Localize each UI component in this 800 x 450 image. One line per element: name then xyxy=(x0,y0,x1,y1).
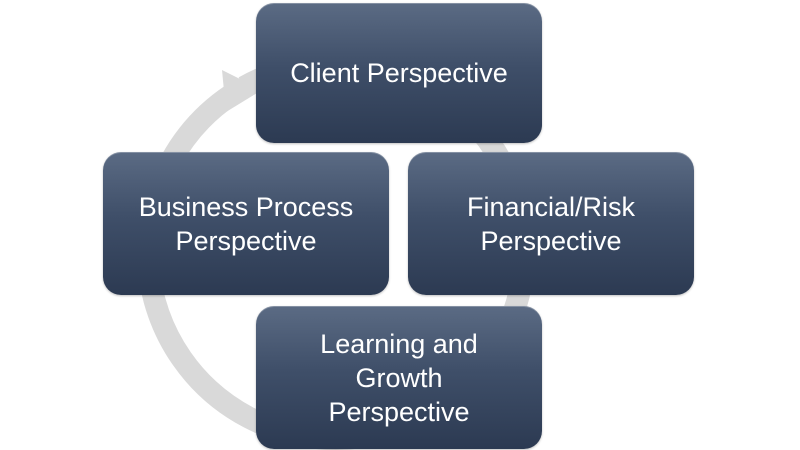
learning-growth-perspective-box: Learning and Growth Perspective xyxy=(256,306,542,449)
business-process-perspective-box: Business Process Perspective xyxy=(103,152,389,295)
client-perspective-label: Client Perspective xyxy=(290,58,508,88)
financial-risk-perspective-box: Financial/Risk Perspective xyxy=(408,152,694,295)
learning-growth-perspective-label: Learning and Growth Perspective xyxy=(320,328,478,427)
cycle-arrowhead-icon xyxy=(222,70,262,112)
business-process-perspective-label: Business Process Perspective xyxy=(138,191,354,256)
financial-risk-perspective-label: Financial/Risk Perspective xyxy=(466,191,636,256)
client-perspective-box: Client Perspective xyxy=(256,3,542,143)
